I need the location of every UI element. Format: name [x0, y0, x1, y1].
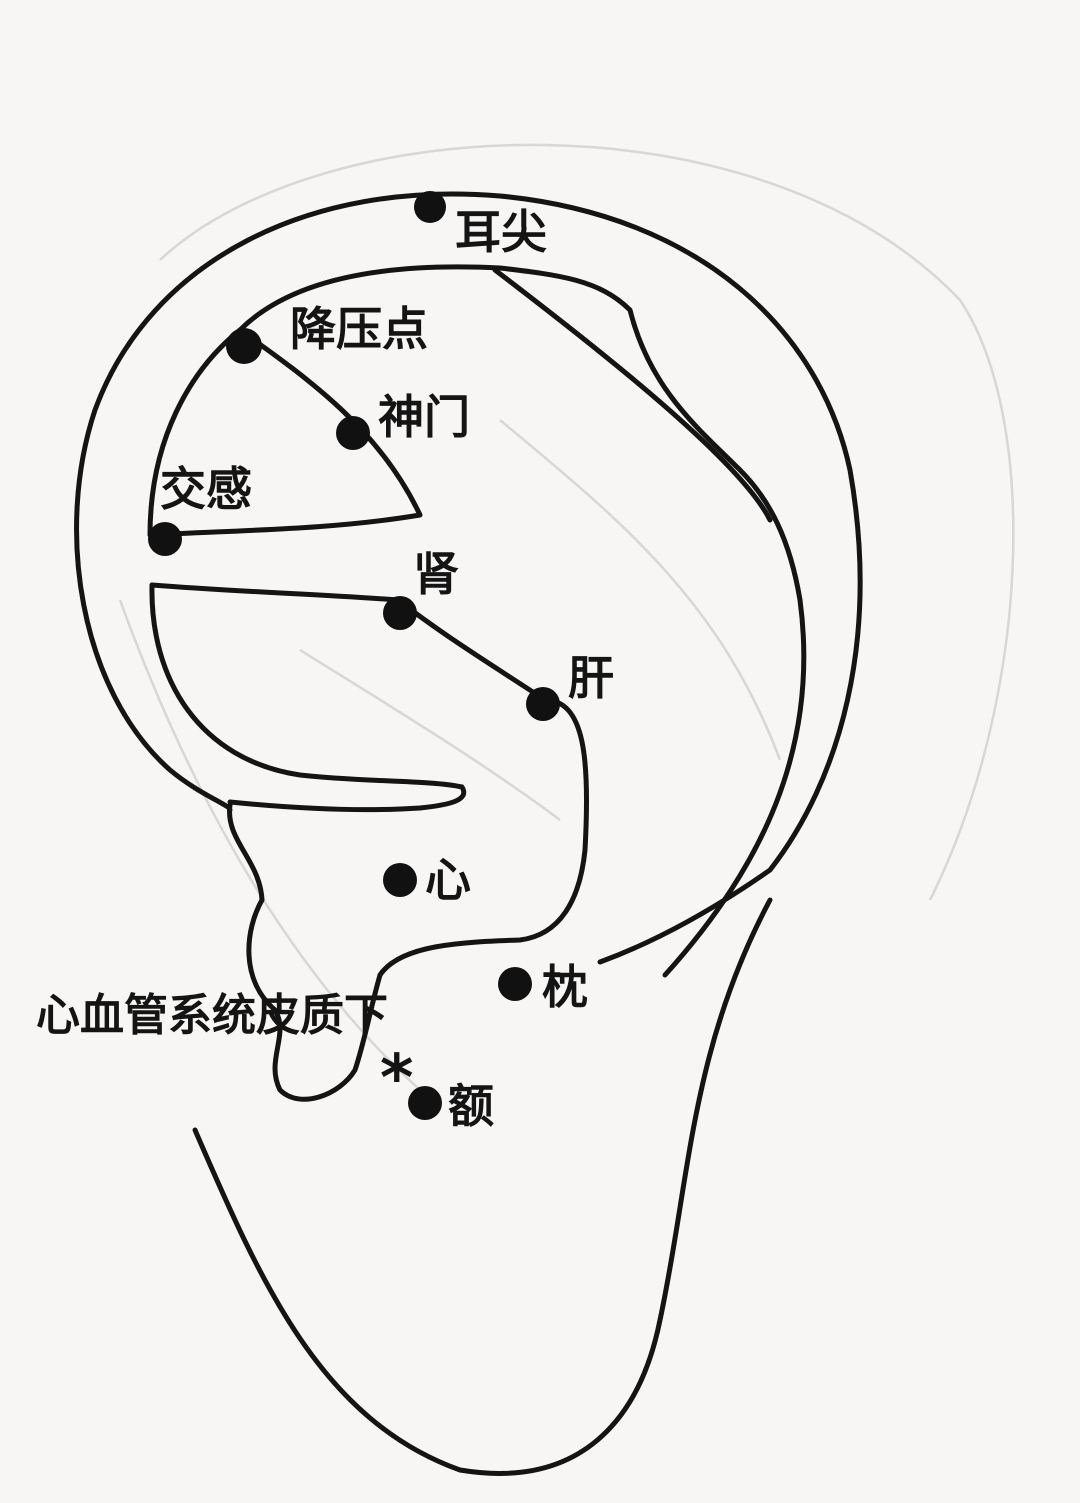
- dot-kidney[interactable]: [383, 596, 417, 630]
- label-kidney: 肾: [413, 547, 459, 601]
- label-heart: 心: [425, 853, 471, 907]
- dot-occiput[interactable]: [498, 967, 532, 1001]
- dot-ear-apex[interactable]: [414, 191, 446, 223]
- label-sympathetic: 交感: [160, 462, 252, 516]
- dot-shenmen[interactable]: [336, 416, 370, 450]
- dot-forehead[interactable]: [408, 1086, 442, 1120]
- label-forehead: 额: [448, 1079, 494, 1133]
- tragus-outline: [227, 802, 383, 1102]
- dot-sympathetic[interactable]: [148, 522, 182, 556]
- dot-heart[interactable]: [383, 863, 417, 897]
- label-ear-apex: 耳尖: [455, 205, 547, 259]
- inner-helix-outline: [237, 264, 807, 978]
- dot-liver[interactable]: [526, 687, 560, 721]
- label-hypotension-point: 降压点: [290, 302, 428, 356]
- acupoint-dots: [148, 191, 560, 1120]
- acupoint-labels: 耳尖 降压点 神门 交感 肾 肝 心 枕 心血管系统皮质下 * 额: [36, 205, 614, 1133]
- outer-helix-outline: [74, 191, 863, 965]
- label-cardiovascular-subcortex: 心血管系统皮质下: [36, 990, 388, 1041]
- triangular-fossa-outline: [147, 327, 423, 538]
- label-liver: 肝: [568, 651, 614, 705]
- helix-branch-line: [492, 267, 773, 523]
- label-shenmen: 神门: [378, 390, 470, 444]
- dot-hypotension-point[interactable]: [226, 328, 262, 364]
- earlobe-outline: [192, 897, 773, 1476]
- background-ghost-lines: [118, 143, 1015, 1091]
- label-occiput: 枕: [542, 960, 588, 1014]
- concha-upper-outline: [149, 582, 590, 978]
- antihelix-lower-outline: [149, 582, 467, 813]
- hidden-point-marker: *: [380, 1042, 413, 1116]
